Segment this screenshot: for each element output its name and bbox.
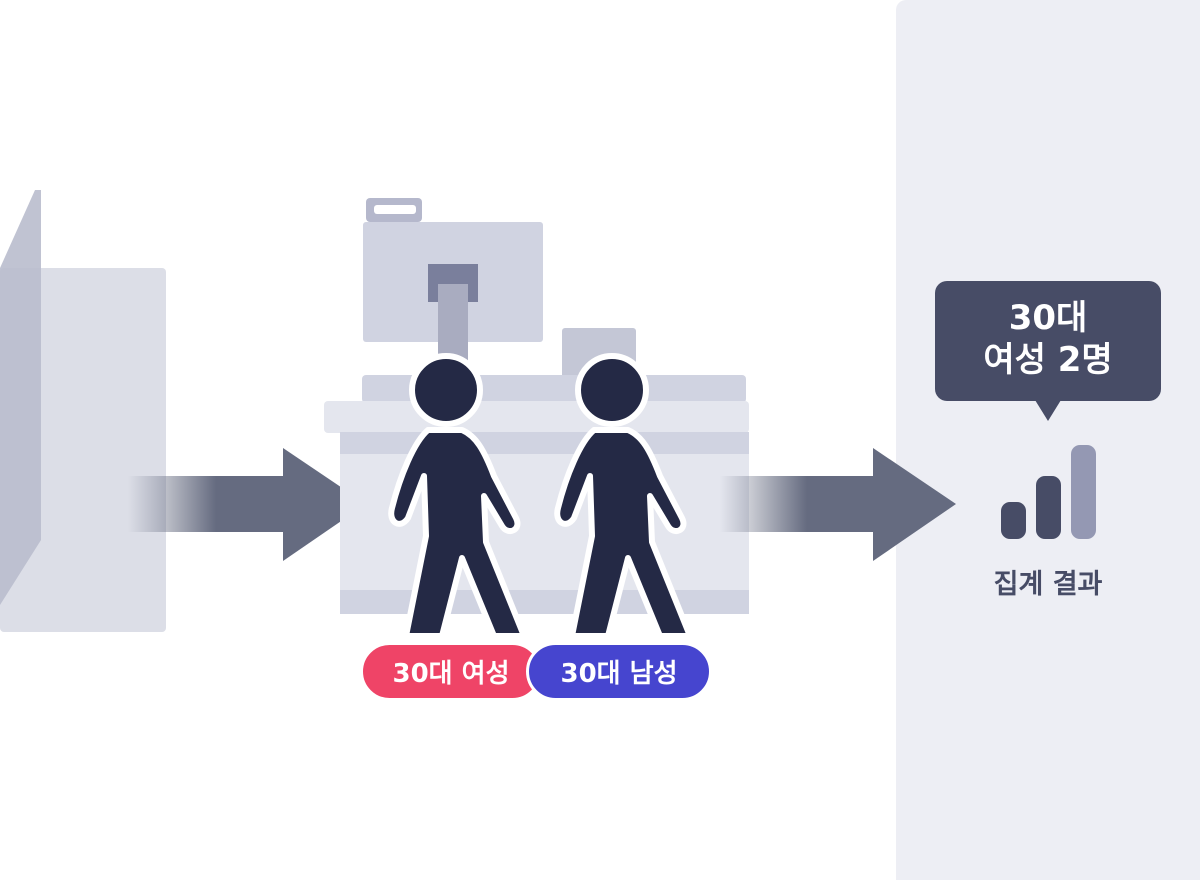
counter-top: [324, 401, 749, 433]
checkout-counter-icon: [324, 198, 749, 614]
result-bubble-line1: 30대: [1008, 298, 1088, 338]
result-bubble-line2: 여성 2명: [983, 340, 1113, 380]
right-arrow-icon: [720, 448, 956, 561]
result-label: 집계 결과: [993, 569, 1103, 600]
right-arrow-icon: [128, 448, 366, 561]
male-tag: 30대 남성: [526, 642, 712, 701]
bar-chart-icon: [1001, 445, 1096, 539]
door-frame: [0, 268, 166, 632]
door-panel: [0, 190, 41, 605]
door-icon: [0, 190, 166, 632]
female-tag: 30대 여성: [360, 642, 542, 701]
result-bubble: 30대 여성 2명: [935, 281, 1161, 421]
results-panel: [896, 0, 1200, 880]
